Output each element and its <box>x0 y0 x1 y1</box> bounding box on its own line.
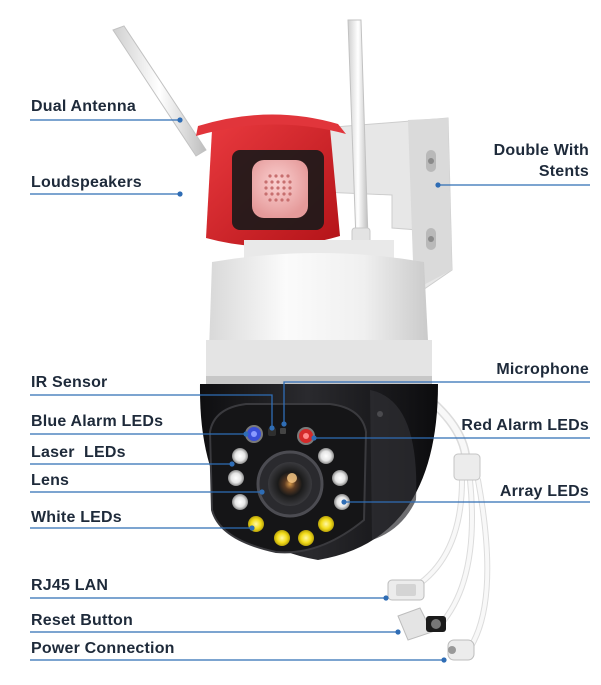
label-blue-alarm-leds: Blue Alarm LEDs <box>31 413 164 430</box>
label-double-with: Double With <box>493 142 589 159</box>
callout-lines <box>30 119 590 661</box>
label-power-connection: Power Connection <box>31 640 175 657</box>
label-loudspeakers: Loudspeakers <box>31 174 142 191</box>
loudspeaker-horn <box>196 114 346 247</box>
label-laser-leds: Laser LEDs <box>31 444 126 461</box>
connectors <box>387 579 475 661</box>
label-reset-button: Reset Button <box>31 612 133 629</box>
upper-housing <box>206 240 432 384</box>
label-microphone: Microphone <box>496 361 589 378</box>
label-lens: Lens <box>31 472 70 489</box>
label-dual-antenna: Dual Antenna <box>31 98 136 115</box>
label-array-leds: Array LEDs <box>499 483 589 500</box>
label-ir-sensor: IR Sensor <box>31 374 108 391</box>
antennas <box>112 19 371 253</box>
label-rj45-lan: RJ45 LAN <box>31 577 109 594</box>
label-stents: Stents <box>538 163 589 180</box>
label-red-alarm-leds: Red Alarm LEDs <box>461 417 589 434</box>
callout-dots <box>177 117 447 663</box>
label-white-leds: White LEDs <box>31 509 122 526</box>
